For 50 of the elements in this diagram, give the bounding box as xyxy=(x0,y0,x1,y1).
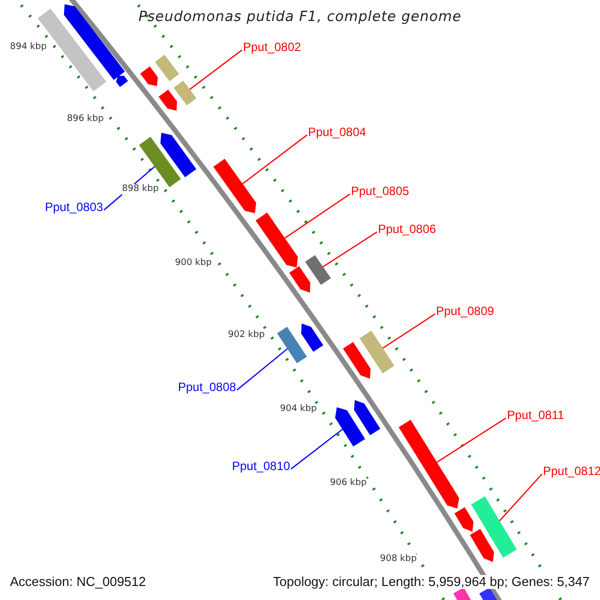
gene-label: Pput_0806 xyxy=(378,222,436,236)
gene-block xyxy=(289,266,310,293)
leader-line xyxy=(322,232,378,268)
gene-block xyxy=(64,4,125,80)
gene-block xyxy=(155,54,179,82)
scale-label: 902 kbp xyxy=(228,330,265,341)
gene-block xyxy=(454,507,474,532)
gene-label: Pput_0805 xyxy=(351,184,410,198)
scale-label: 900 kbp xyxy=(175,258,212,269)
leader-line xyxy=(236,348,288,390)
gene-block xyxy=(471,496,517,558)
gene-block xyxy=(158,90,177,111)
gene-label: Pput_0811 xyxy=(507,408,564,422)
gene-block xyxy=(140,66,158,86)
leader-line xyxy=(382,314,436,349)
leader-line xyxy=(290,428,343,470)
leader-line xyxy=(436,418,506,463)
scale-label: 898 kbp xyxy=(122,184,159,195)
gene-label: Pput_0808 xyxy=(178,380,236,394)
accession-text: Accession: NC_009512 xyxy=(10,575,146,589)
scale-label: 894 kbp xyxy=(10,42,47,53)
gene-label: Pput_0810 xyxy=(232,459,290,473)
gene-block xyxy=(343,342,371,379)
gene-block xyxy=(305,255,331,285)
leader-line xyxy=(284,194,350,239)
gene-block xyxy=(277,326,307,364)
gene-label: Pput_0802 xyxy=(243,40,302,54)
gene-block xyxy=(256,212,298,268)
genome-stats-text: Topology: circular; Length: 5,959,964 bp; Genes: 5,347 xyxy=(273,575,590,589)
gene-block xyxy=(116,76,128,87)
gene-block xyxy=(470,528,494,562)
gene-block xyxy=(354,400,380,436)
gene-block xyxy=(160,132,196,178)
gene-block xyxy=(398,420,460,508)
scale-label: 906 kbp xyxy=(330,478,367,489)
gene-label: Pput_0809 xyxy=(436,304,494,318)
leader-line xyxy=(499,474,542,522)
gene-block xyxy=(174,80,196,106)
gene-block xyxy=(301,324,324,352)
leader-line xyxy=(242,134,308,184)
scale-label: 908 kbp xyxy=(380,554,417,565)
scale-label: 904 kbp xyxy=(280,404,317,415)
gene-block xyxy=(335,407,366,446)
gene-block xyxy=(360,330,394,374)
gene-block xyxy=(213,158,256,214)
title: Pseudomonas putida F1, complete genome xyxy=(138,10,462,24)
gene-label: Pput_0804 xyxy=(308,125,366,139)
leader-line xyxy=(189,50,242,90)
scale-label: 896 kbp xyxy=(67,114,104,125)
gene-label: Pput_0803 xyxy=(45,200,104,214)
